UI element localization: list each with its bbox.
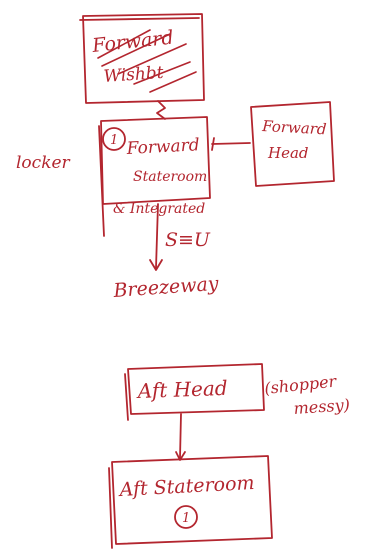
circled-number: 1 [110, 133, 118, 148]
aft-head-box: Aft Head [124, 363, 265, 421]
scribble-cross-out [97, 29, 197, 93]
bottom-diagram: Aft Head (shopper messy) Aft Stateroom 1 [108, 363, 351, 549]
top-diagram: Forward Wishbt 1 Forward Stateroom & Int… [16, 13, 335, 302]
aft-stateroom-box: Aft Stateroom 1 [108, 455, 273, 549]
side-box-line-1: Forward [261, 117, 327, 138]
side-note-line-2: messy) [293, 395, 351, 418]
forward-head-box: Forward Head [250, 101, 335, 187]
side-box-line-2: Head [267, 144, 309, 162]
bottom-connector [179, 413, 182, 459]
main-box-line-2: Stateroom [133, 169, 207, 185]
main-box-line-3: & Integrated [113, 201, 205, 217]
left-label: locker [16, 153, 71, 173]
circled-number-badge [102, 127, 126, 151]
main-box-line-1: Forward [125, 135, 200, 159]
connector-side-tick [211, 137, 215, 151]
crossed-out-box: Forward Wishbt [79, 13, 205, 104]
connector-label: S≡U [165, 229, 211, 251]
upper-box-text: Aft Head [135, 376, 228, 403]
connector-bottom-arrow [149, 259, 163, 271]
circled-number-2: 1 [182, 511, 190, 526]
connector-bottom [155, 203, 159, 269]
lower-box-text: Aft Stateroom [117, 472, 255, 501]
circled-number-badge-2 [174, 505, 198, 529]
bottom-label: Breezeway [112, 273, 220, 302]
connector-top [156, 100, 166, 120]
side-note-line-1: (shopper [263, 371, 338, 398]
connector-side [211, 142, 251, 145]
forward-stateroom-box: 1 Forward Stateroom & Integrated [98, 116, 211, 237]
